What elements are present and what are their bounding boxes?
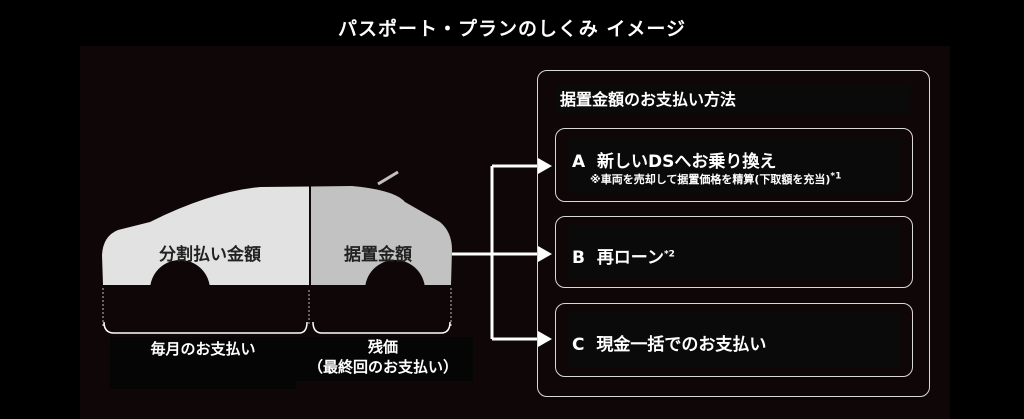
bracket-residual (312, 321, 451, 334)
final-payment-label: （最終回のお支払い） (307, 358, 458, 376)
option-b-title: B 再ローン*2 (572, 243, 675, 268)
option-b-label: 再ローン (596, 248, 664, 268)
branch-arrows (452, 164, 540, 341)
option-c-title: C 現金一括でのお支払い (572, 330, 766, 355)
option-b-letter: B (572, 248, 585, 268)
rear-wheel (365, 260, 425, 320)
option-a-note-text: ※車両を売却して据置価格を精算(下取額を充当) (590, 173, 831, 186)
car-body-left (102, 186, 310, 285)
installment-amount-label: 分割払い金額 (159, 245, 261, 265)
option-a-label: 新しいDSへお乗り換え (597, 152, 777, 172)
option-c-letter: C (572, 335, 585, 355)
deferred-amount-label: 据置金額 (344, 245, 412, 265)
car-antenna (377, 170, 399, 186)
monthly-payment-label: 毎月のお支払い (150, 340, 256, 358)
option-a-note-sup: *1 (830, 171, 842, 182)
option-a-letter: A (572, 152, 586, 172)
diagram-title: パスポート・プランのしくみ イメージ (338, 18, 686, 40)
front-wheel (150, 260, 210, 320)
option-c-label: 現金一括でのお支払い (596, 335, 767, 355)
payment-methods-panel (537, 70, 930, 397)
option-b-sup: *2 (663, 249, 675, 260)
car-body-right (310, 186, 452, 285)
residual-value-label: 残価 (367, 338, 398, 356)
option-a-card: A 新しいDSへお乗り換え ※車両を売却して据置価格を精算(下取額を充当)*1 (555, 128, 913, 202)
residual-value-box: 残価 （最終回のお支払い） (293, 337, 473, 381)
option-b-card: B 再ローン*2 (555, 216, 913, 288)
option-a-note: ※車両を売却して据置価格を精算(下取額を充当)*1 (590, 171, 841, 187)
arrowheads (538, 158, 552, 347)
payment-methods-heading: 据置金額のお支払い方法 (556, 86, 910, 113)
monthly-payment-box: 毎月のお支払い (110, 337, 296, 389)
option-c-card: C 現金一括でのお支払い (555, 303, 913, 377)
bracket-monthly (103, 321, 308, 334)
option-a-title: A 新しいDSへお乗り換え (572, 147, 776, 172)
